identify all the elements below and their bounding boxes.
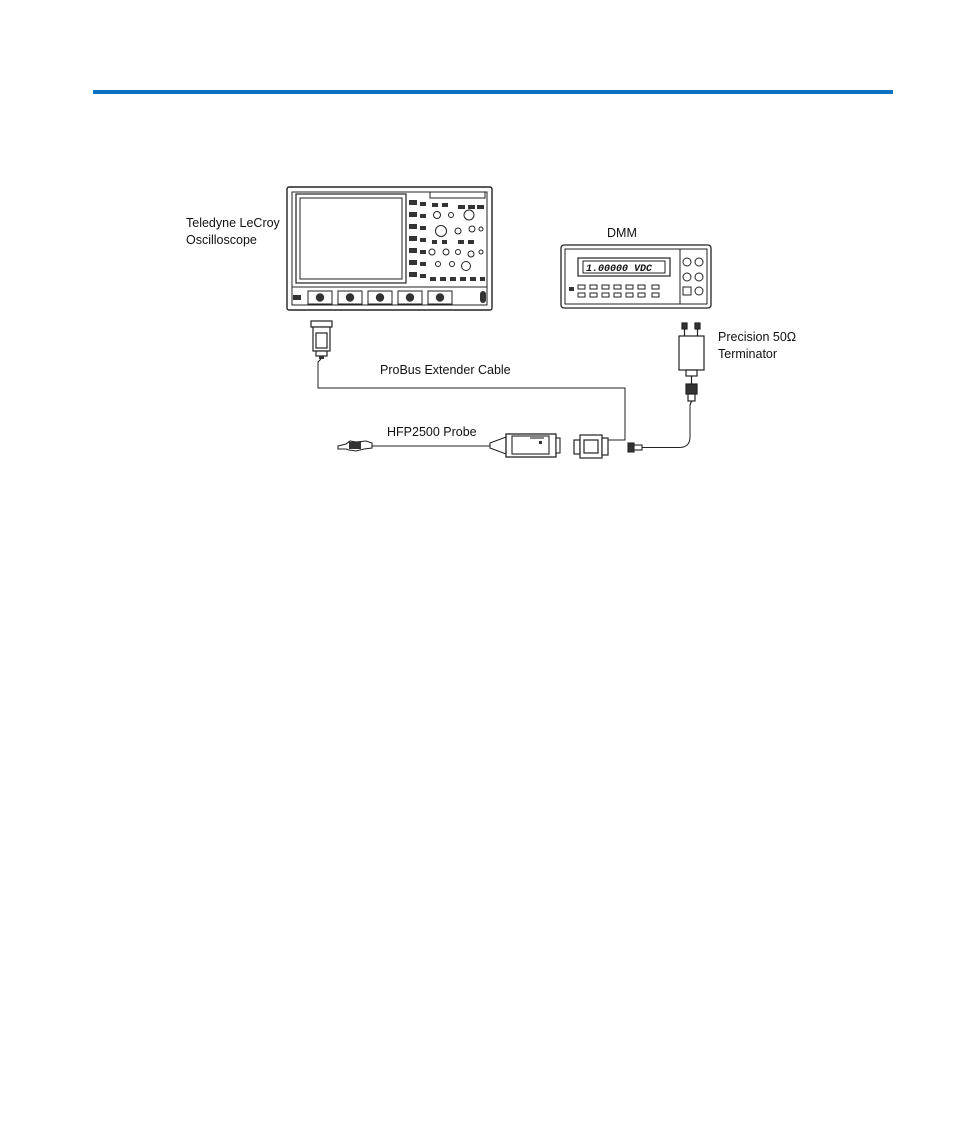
- oscilloscope: [287, 187, 492, 310]
- extender-cable-label: ProBus Extender Cable: [380, 363, 511, 377]
- oscilloscope-screen: [296, 194, 406, 283]
- dmm-readout: 1.00000 VDC: [586, 264, 652, 275]
- power-button: [293, 295, 301, 300]
- probe-label: HFP2500 Probe: [387, 425, 477, 439]
- terminator-label-line2: Terminator: [718, 347, 777, 361]
- probus-connector-scope: [311, 321, 332, 359]
- dmm-label: DMM: [607, 226, 637, 240]
- oscilloscope-label-line2: Oscilloscope: [186, 233, 257, 247]
- input-channel-connectors: [308, 291, 452, 304]
- dmm: [561, 245, 711, 308]
- probus-connector-cable-end: [574, 435, 608, 458]
- precision-terminator: [679, 323, 704, 405]
- terminator-label-line1: Precision 50Ω: [718, 330, 796, 344]
- oscilloscope-label-line1: Teledyne LeCroy: [186, 216, 281, 230]
- sma-adapter: [628, 443, 680, 452]
- terminator-cable: [680, 405, 690, 448]
